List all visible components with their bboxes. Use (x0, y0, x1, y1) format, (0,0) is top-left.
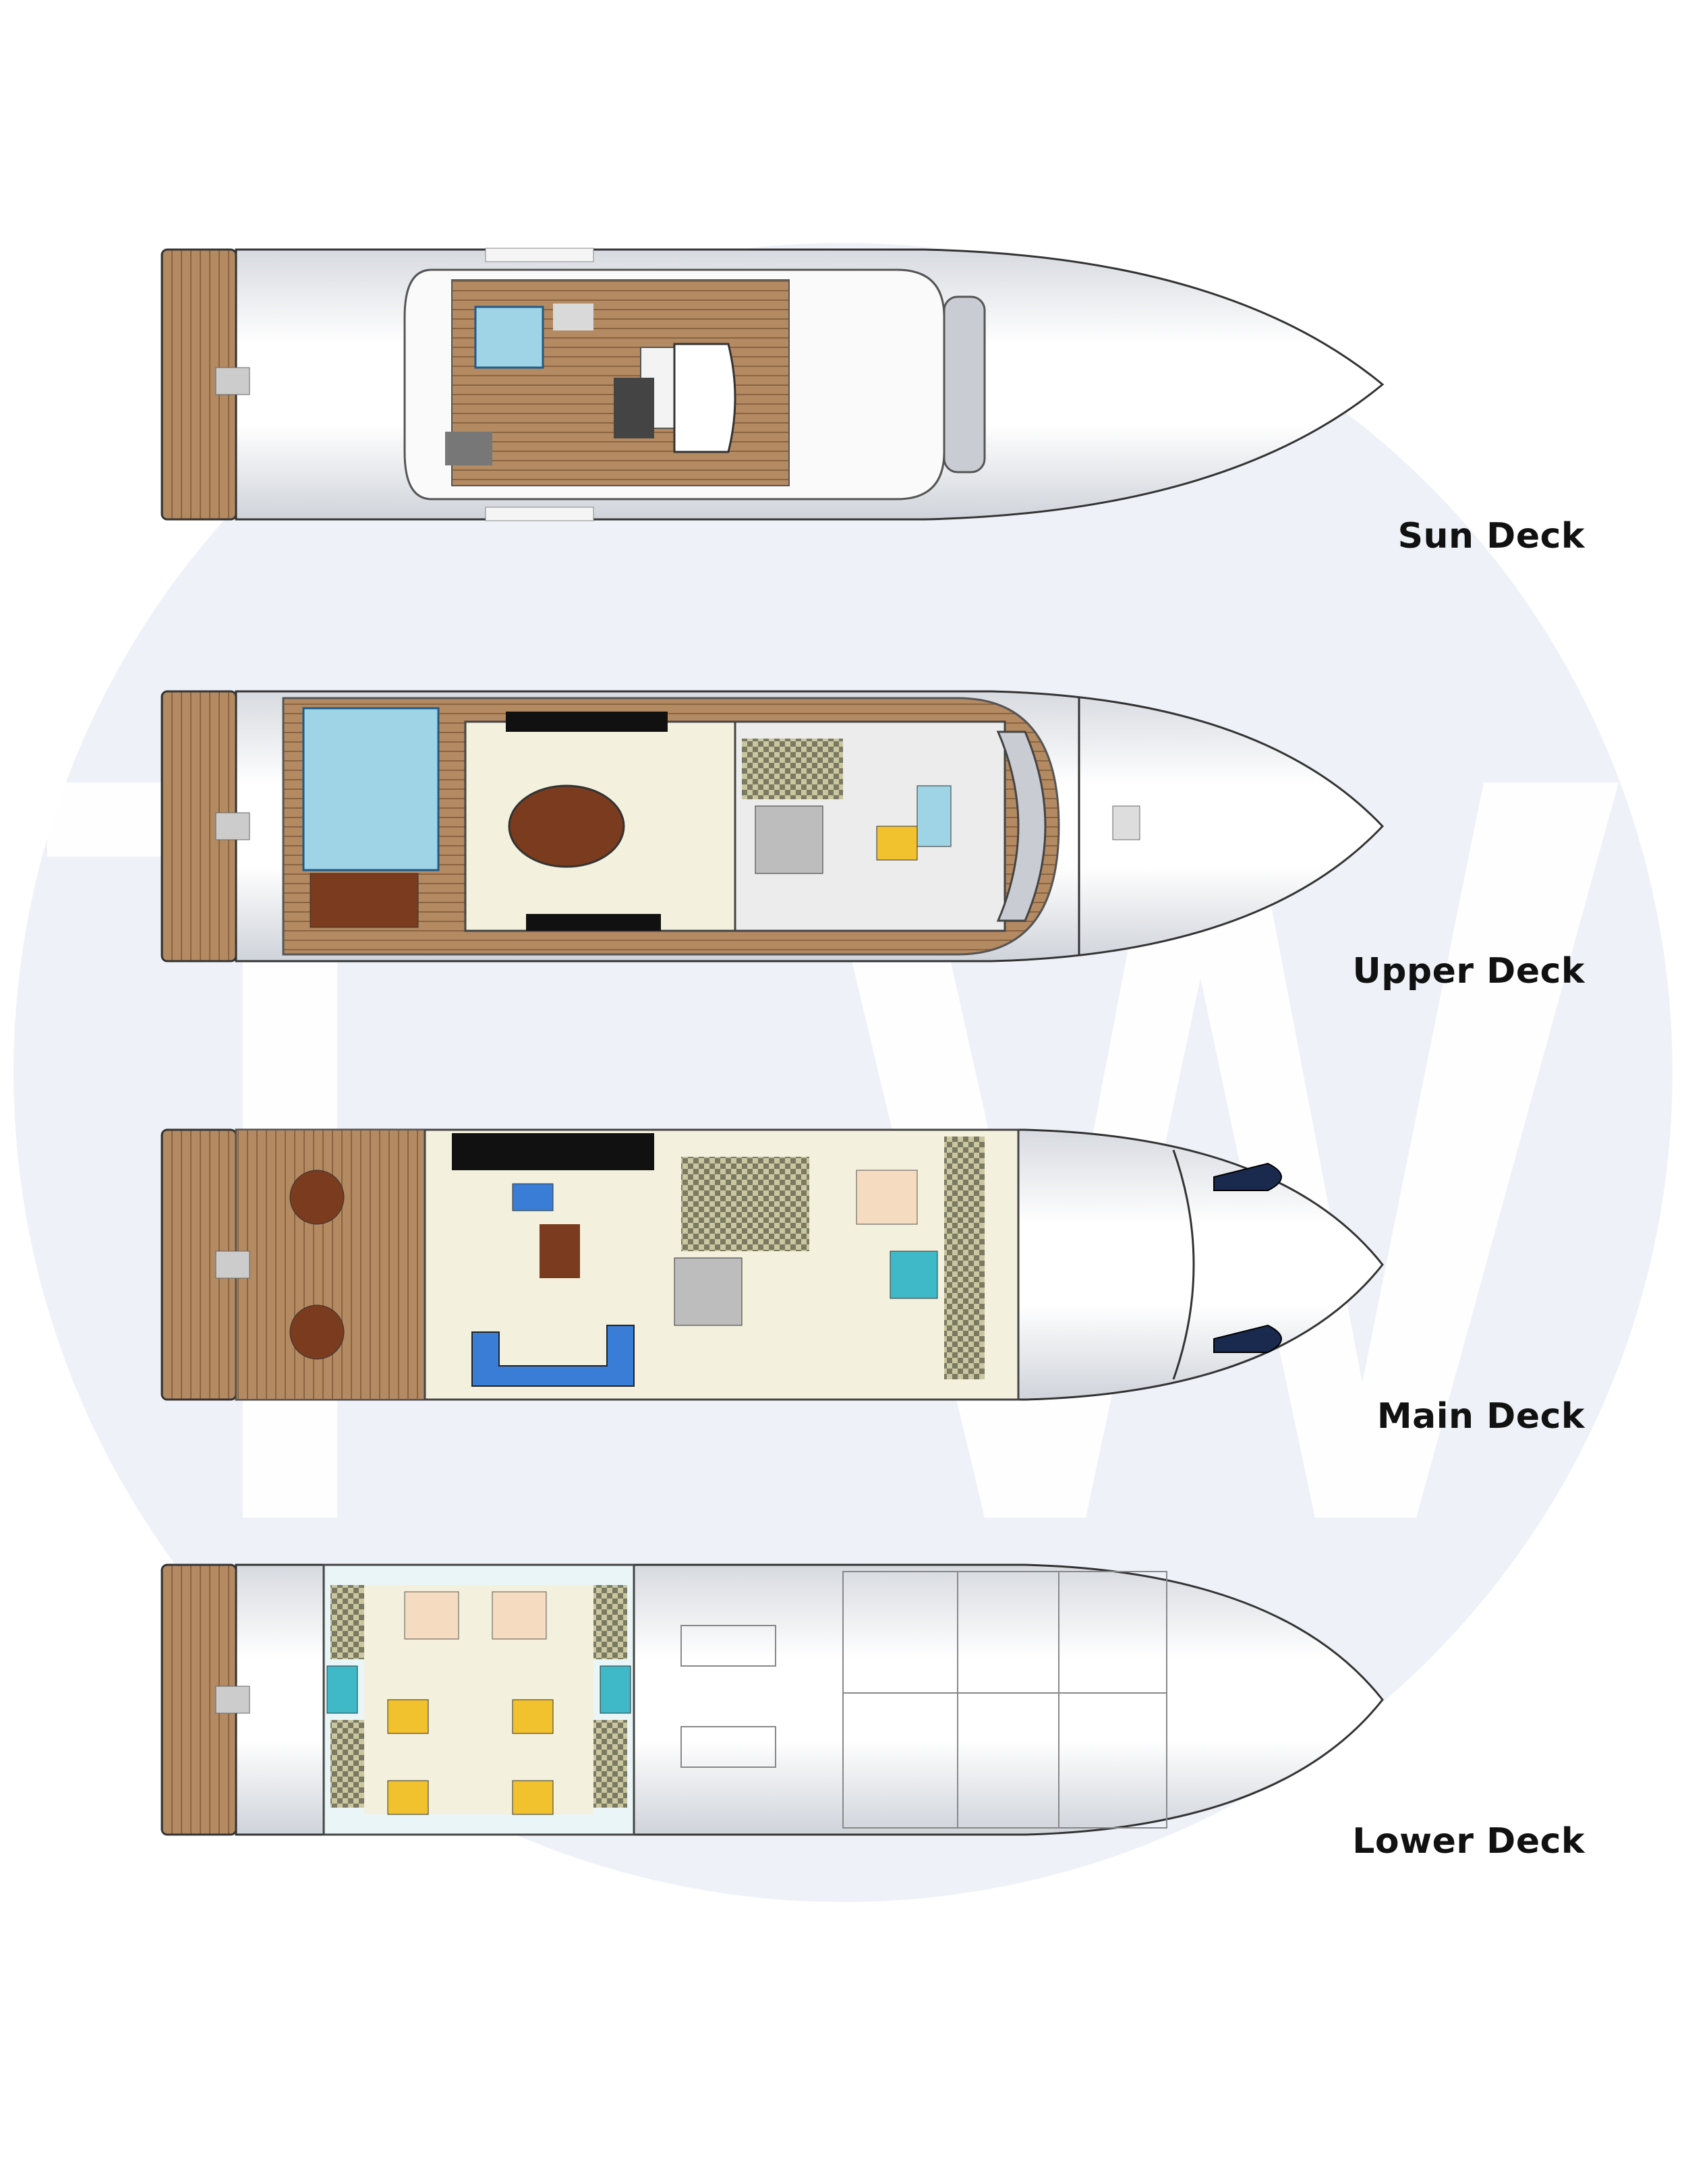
ladder (215, 812, 250, 840)
tiles-left (330, 1585, 364, 1659)
wheelhouse-console (996, 730, 1047, 922)
dining-table-aft (310, 873, 419, 928)
main-deck-label: Main Deck (1376, 1396, 1585, 1437)
rail-port (485, 248, 594, 262)
galley-tiles (742, 739, 843, 799)
bath-right (600, 1665, 631, 1714)
jacuzzi (474, 306, 544, 369)
sun-deck-label: Sun Deck (1397, 516, 1585, 556)
lower-deck-label: Lower Deck (1352, 1821, 1585, 1862)
engine-2 (680, 1726, 776, 1768)
stairs (614, 378, 654, 438)
upper-deck-label: Upper Deck (1352, 951, 1585, 992)
sun-deck-plan (148, 229, 1430, 540)
bed-4 (512, 1780, 554, 1815)
master-bed (856, 1170, 918, 1225)
bed (876, 826, 918, 861)
sunbed (553, 304, 593, 331)
vip-bed-2 (492, 1591, 547, 1640)
table-aft-1 (289, 1170, 345, 1225)
coffee-table (540, 1224, 580, 1278)
pool (302, 707, 440, 871)
rail-stbd (485, 507, 594, 521)
ladder (215, 367, 250, 395)
mast-arch (943, 295, 986, 473)
bed-1 (387, 1699, 429, 1734)
ladder (215, 1686, 250, 1714)
crew-area (842, 1571, 1167, 1829)
engine-1 (680, 1625, 776, 1667)
curved-sofa (471, 1325, 635, 1387)
tiles-right-2 (593, 1720, 627, 1808)
foredeck-line (1172, 1149, 1195, 1380)
upper-deck-plan (148, 671, 1430, 981)
bed-2 (512, 1699, 554, 1734)
bath-left (326, 1665, 358, 1714)
bed-3 (387, 1780, 429, 1815)
bow-hatch (1112, 805, 1140, 840)
stair (674, 1257, 743, 1326)
ladder (215, 1251, 250, 1279)
window-black (506, 712, 668, 732)
tiles-right (593, 1585, 627, 1659)
sofa-blue (512, 1183, 554, 1211)
spiral-stair (755, 805, 823, 874)
helm-console (673, 343, 736, 453)
tiles-left-2 (330, 1720, 364, 1808)
stairs-aft (445, 432, 492, 465)
tender-1 (1213, 1162, 1282, 1191)
lower-deck-plan (148, 1545, 1430, 1855)
dining-table (508, 784, 625, 868)
window-black (452, 1133, 654, 1170)
galley-tiles (681, 1157, 809, 1251)
bath-blue (890, 1251, 938, 1299)
vip-bed-1 (404, 1591, 459, 1640)
bath (917, 785, 952, 847)
table-aft-2 (289, 1304, 345, 1360)
main-deck-plan (148, 1110, 1430, 1420)
aft-deck (235, 1129, 426, 1400)
wardrobe-tiles (944, 1137, 985, 1379)
window-black-2 (526, 914, 661, 931)
tender-2 (1213, 1324, 1282, 1353)
